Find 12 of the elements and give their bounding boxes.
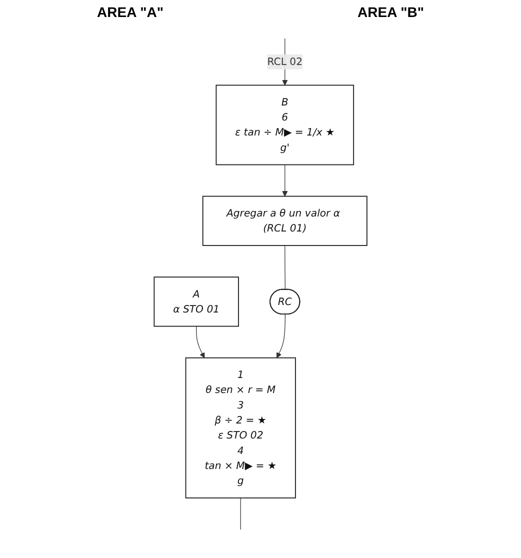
area-heading: AREA "A" xyxy=(97,4,164,20)
connector xyxy=(240,498,241,530)
connector xyxy=(284,245,286,290)
node-box: B 6 ε tan ÷ M▶ = 1/x ★ g' xyxy=(216,84,354,166)
arrow xyxy=(282,164,288,197)
arrow xyxy=(196,326,205,358)
node-box: Agregar a θ un valor α (RCL 01) xyxy=(202,196,368,246)
edge-label: RCL 02 xyxy=(267,56,302,68)
node-box: A α STO 01 xyxy=(154,276,239,327)
arrow xyxy=(276,314,286,358)
area-heading: AREA "B" xyxy=(358,4,424,20)
node-box: 1 θ sen × r = M 3 β ÷ 2 = ★ ε STO 02 4 tan × M▶ = ★ g xyxy=(185,357,296,498)
